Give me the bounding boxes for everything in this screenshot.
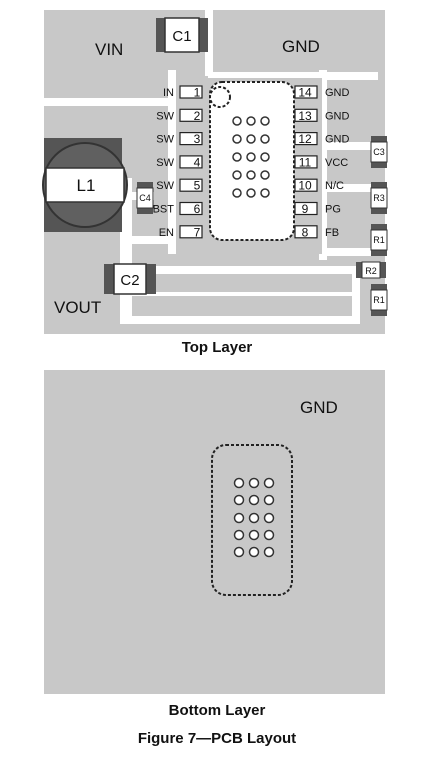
pin-number: 10 [298,179,312,193]
pin-name: VCC [325,157,348,169]
capacitor-c3: C3 [370,136,388,168]
pin-name: SW [156,134,174,146]
pin-name: SW [156,110,174,122]
pin-pad [294,225,318,239]
pin-number: 8 [302,225,309,239]
left-pin-3: 3 SW [156,132,203,146]
right-pin-14: 14 GND [294,85,350,100]
thermal-vias-top [232,116,270,198]
pin-number: 12 [298,132,312,146]
pin-pad [179,85,203,99]
pin-name: FB [325,227,339,239]
pin-number: 14 [298,86,312,100]
resistor-r1-upper: R1 [370,224,388,256]
c2-label: C2 [120,272,139,289]
capacitor-c2: C2 [104,263,156,295]
pin-pad [179,201,203,216]
pin-name: PG [325,204,341,216]
r2-label: R2 [365,266,377,276]
right-pin-8: 8 FB [294,225,339,239]
pin-pad [294,201,318,216]
pin-number: 7 [194,225,201,239]
pin-name: GND [325,110,350,122]
pin-pad [294,108,318,122]
pin-name: GND [325,87,350,99]
bottom-layer-board [44,370,385,694]
left-pin-4: 4 SW [156,155,203,169]
l1-label: L1 [77,176,96,195]
r3-label: R3 [373,193,385,203]
pin-number: 2 [194,109,201,123]
net-label-gnd-top: GND [282,37,320,56]
pin-name: IN [163,87,174,99]
pin-number: 1 [194,86,201,100]
pin-name: GND [325,134,350,146]
c4-label: C4 [139,193,151,203]
pin-pad [179,178,203,192]
resistor-r1-lower: R1 [370,284,388,316]
capacitor-c1: C1 [156,17,208,53]
left-pin-2: 2 SW [156,108,203,123]
pin-number: 11 [299,155,312,169]
net-label-vout: VOUT [54,298,101,317]
pin-pad [294,85,318,99]
left-pin-6: 6 BST [153,201,203,216]
pin-name: SW [156,157,174,169]
left-pin-7: 7 EN [159,225,203,239]
r1-lower-label: R1 [373,295,385,305]
c3-label: C3 [373,147,385,157]
r1-upper-label: R1 [373,235,385,245]
resistor-r3: R3 [370,182,388,214]
pin-number: 9 [302,202,309,216]
bottom-layer: GND [44,370,385,694]
top-layer-traces [20,10,387,324]
resistor-r2: R2 [356,261,386,279]
inductor-l1: L1 [42,138,128,232]
pin-name: SW [156,180,174,192]
left-pin-1: 1 IN [163,85,203,100]
pin-name: EN [159,227,174,239]
net-label-gnd-bottom: GND [300,398,338,417]
pin-number: 4 [194,155,201,169]
right-pin-10: 10 N/C [294,178,344,193]
net-label-vin: VIN [95,40,123,59]
left-pin-5: 5 SW [156,178,203,193]
right-pin-13: 13 GND [294,108,350,123]
pin-number: 6 [194,202,201,216]
thermal-vias-bottom [233,477,275,558]
pin1-marker [209,86,231,108]
pin-name: N/C [325,180,344,192]
c1-label: C1 [172,28,191,45]
pin-pad [179,155,203,169]
pin-pad [294,178,318,192]
right-pin-12: 12 GND [294,132,350,146]
pin-pad [179,132,203,146]
top-layer-caption: Top Layer [181,339,253,356]
pin-pad [294,155,318,169]
pin-name: BST [153,204,175,216]
bottom-layer-caption: Bottom Layer [168,702,266,719]
figure-caption: Figure 7—PCB Layout [137,730,297,747]
capacitor-c4: C4 [136,182,154,214]
pin-pad [179,225,203,239]
pin-number: 13 [298,109,312,123]
right-pin-9: 9 PG [294,201,341,216]
pin-number: 5 [194,179,201,193]
pin-pad [294,132,318,146]
pin-pad [179,108,203,122]
bottom-exposed-pad [211,444,293,596]
pin-number: 3 [194,132,201,146]
right-pin-11: 11 VCC [294,155,348,169]
